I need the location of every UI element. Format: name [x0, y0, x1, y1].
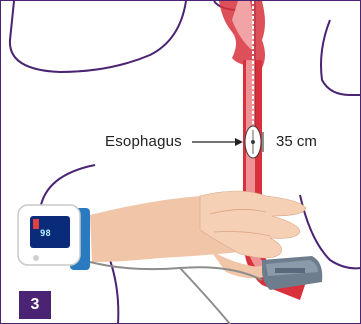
body-outline	[10, 1, 186, 72]
wrist-oximeter-icon	[18, 205, 90, 270]
oximeter-reading: 98	[40, 229, 51, 239]
torso-outline-left	[40, 165, 95, 210]
esophagus-label: Esophagus	[105, 133, 182, 150]
head-outline-right	[321, 20, 361, 95]
depth-label: 35 cm	[276, 133, 317, 150]
finger-clip-sensor-icon	[262, 256, 322, 290]
arm-outline-bottom	[110, 260, 118, 324]
panel-number-badge: 3	[19, 291, 51, 319]
